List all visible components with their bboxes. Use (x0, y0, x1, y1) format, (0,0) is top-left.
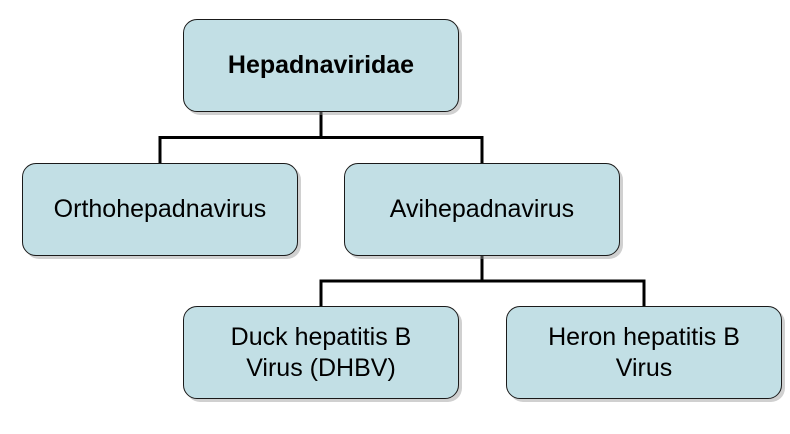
node-label: Hepadnaviridae (227, 51, 415, 79)
node-duck-hepatitis-b-virus: Duck hepatitis B Virus (DHBV) (183, 306, 459, 399)
node-label: Avihepadnavirus (389, 195, 575, 223)
node-avihepadnavirus: Avihepadnavirus (344, 163, 620, 256)
node-orthohepadnavirus: Orthohepadnavirus (22, 163, 298, 256)
node-label: Heron hepatitis B Virus (548, 322, 740, 382)
connector-avi-duck (319, 256, 484, 306)
node-label: Duck hepatitis B Virus (DHBV) (230, 322, 412, 382)
connector-root-ortho (158, 112, 323, 163)
node-hepadnaviridae: Hepadnaviridae (183, 19, 459, 112)
connector-avi-heron (480, 256, 646, 306)
node-label: Orthohepadnavirus (53, 195, 267, 223)
edge-group (158, 112, 646, 306)
connector-root-avi (319, 112, 484, 163)
node-heron-hepatitis-b-virus: Heron hepatitis B Virus (506, 306, 782, 399)
